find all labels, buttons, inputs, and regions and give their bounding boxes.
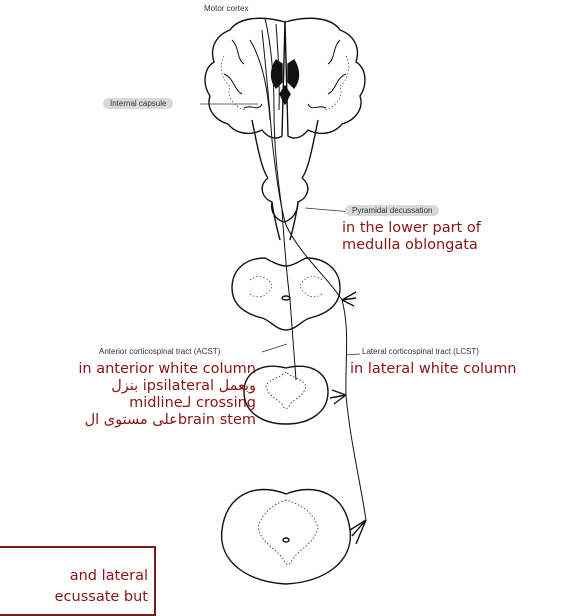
label-pyramidal-decussation: Pyramidal decussation <box>345 205 439 216</box>
box-line2: ecussate but <box>55 589 148 605</box>
summary-note-box: and lateral ecussate but <box>0 546 156 616</box>
note-acst-line3: midlineلـ crossing <box>129 395 256 411</box>
note-acst-line2: بنزل ipsilateral وبعمل <box>111 378 256 394</box>
note-decussation-line2: medulla oblongata <box>342 237 478 253</box>
note-lcst-line1: in lateral white column <box>350 361 517 377</box>
spinal-cord-cervical-section <box>244 366 346 424</box>
spinal-cord-lower-section <box>222 490 366 585</box>
leader-lines <box>200 104 360 355</box>
label-motor-cortex: Motor cortex <box>204 4 248 13</box>
corticospinal-fibers <box>250 18 366 520</box>
brain-coronal-section <box>205 18 365 240</box>
note-acst-line1: in anterior white column <box>78 361 256 377</box>
label-lcst: Lateral corticospinal tract (LCST) <box>362 347 479 356</box>
label-internal-capsule: Internal capsule <box>103 98 173 109</box>
note-acst-line4: على مستوى الbrain stem <box>85 412 256 428</box>
box-line1: and lateral <box>70 568 148 584</box>
note-decussation-line1: in the lower part of <box>342 220 481 236</box>
label-acst: Anterior corticospinal tract (ACST) <box>99 347 220 356</box>
